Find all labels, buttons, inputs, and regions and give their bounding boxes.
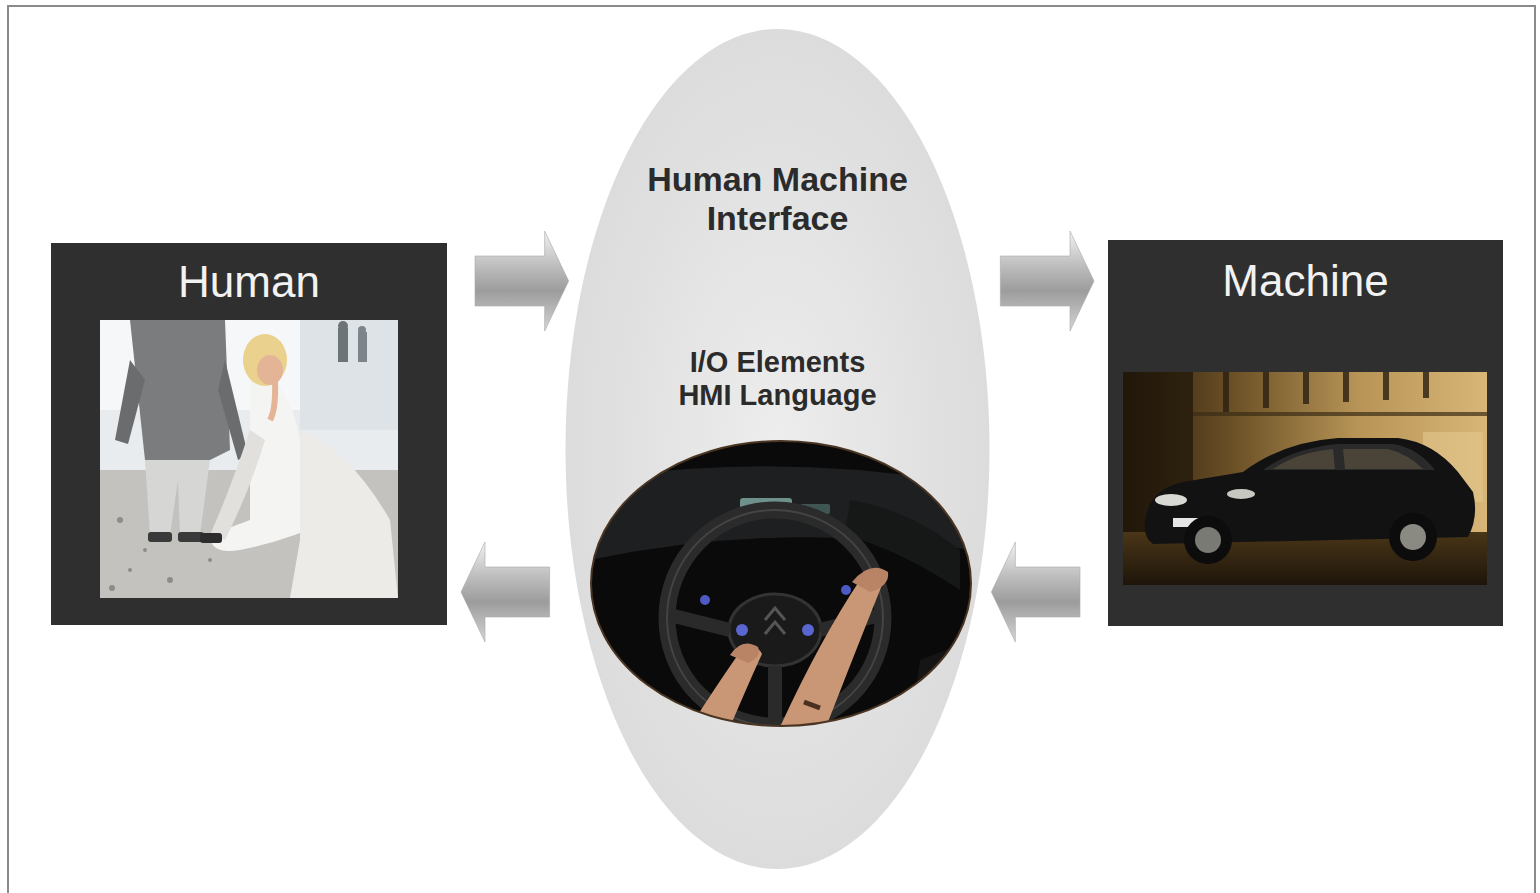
- frame-border: [8, 6, 1535, 893]
- box-title: Machine: [1222, 256, 1388, 307]
- interface-subtitle: I/O Elements HMI Language: [670, 346, 885, 413]
- interface-title: Human Machine Interface: [613, 160, 943, 238]
- car-photo: [1123, 372, 1487, 585]
- interface-ellipse: Human Machine InterfaceI/O Elements HMI …: [565, 28, 990, 870]
- actor-box: Human: [51, 243, 447, 625]
- machine-box: Machine: [1108, 240, 1503, 626]
- box-title: Human: [178, 257, 320, 308]
- people-photo: [100, 320, 398, 598]
- steering-wheel-photo: [590, 440, 972, 727]
- block-arrow: [475, 231, 569, 331]
- block-arrow: [1000, 231, 1094, 331]
- block-arrow: [461, 542, 550, 642]
- block-arrow: [991, 542, 1080, 642]
